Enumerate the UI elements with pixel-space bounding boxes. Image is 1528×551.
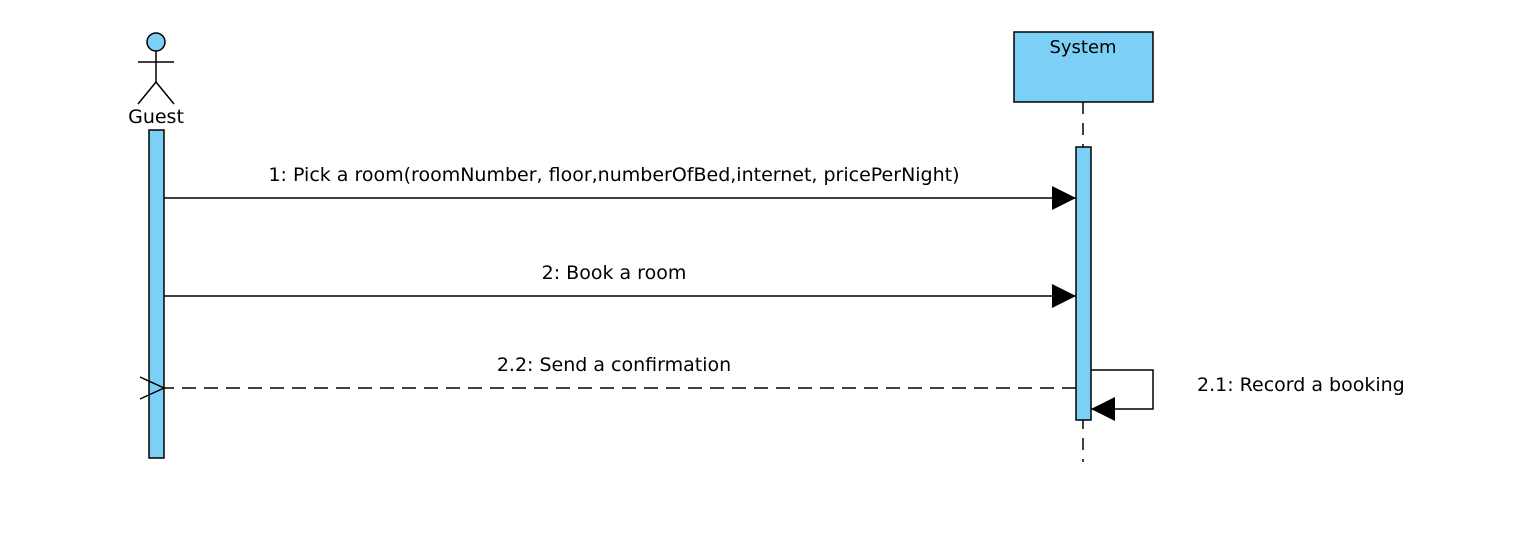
actor-head [146,32,166,52]
stick-figure-icon [137,32,175,105]
message-2-2-label: 2.2: Send a confirmation [497,354,731,376]
message-2-label: 2: Book a room [542,262,687,284]
actor-guest-label: Guest [128,106,184,128]
actor-guest[interactable]: Guest [128,32,184,128]
message-2-2-return[interactable]: 2.2: Send a confirmation [164,354,1076,388]
system-activation-bar [1075,146,1092,421]
message-1-label: 1: Pick a room(roomNumber, floor,numberO… [268,164,959,186]
message-2-1-label: 2.1: Record a booking [1197,374,1405,396]
message-1[interactable]: 1: Pick a room(roomNumber, floor,numberO… [164,164,1076,210]
participant-system[interactable]: System [1013,31,1154,103]
participant-system-label: System [1049,37,1116,58]
message-2[interactable]: 2: Book a room [164,262,1076,308]
message-2-1-self-call[interactable]: 2.1: Record a booking [1091,369,1405,421]
message-2-1-arrow [1091,369,1154,421]
guest-activation-bar [148,129,165,459]
system-box [1013,31,1154,103]
